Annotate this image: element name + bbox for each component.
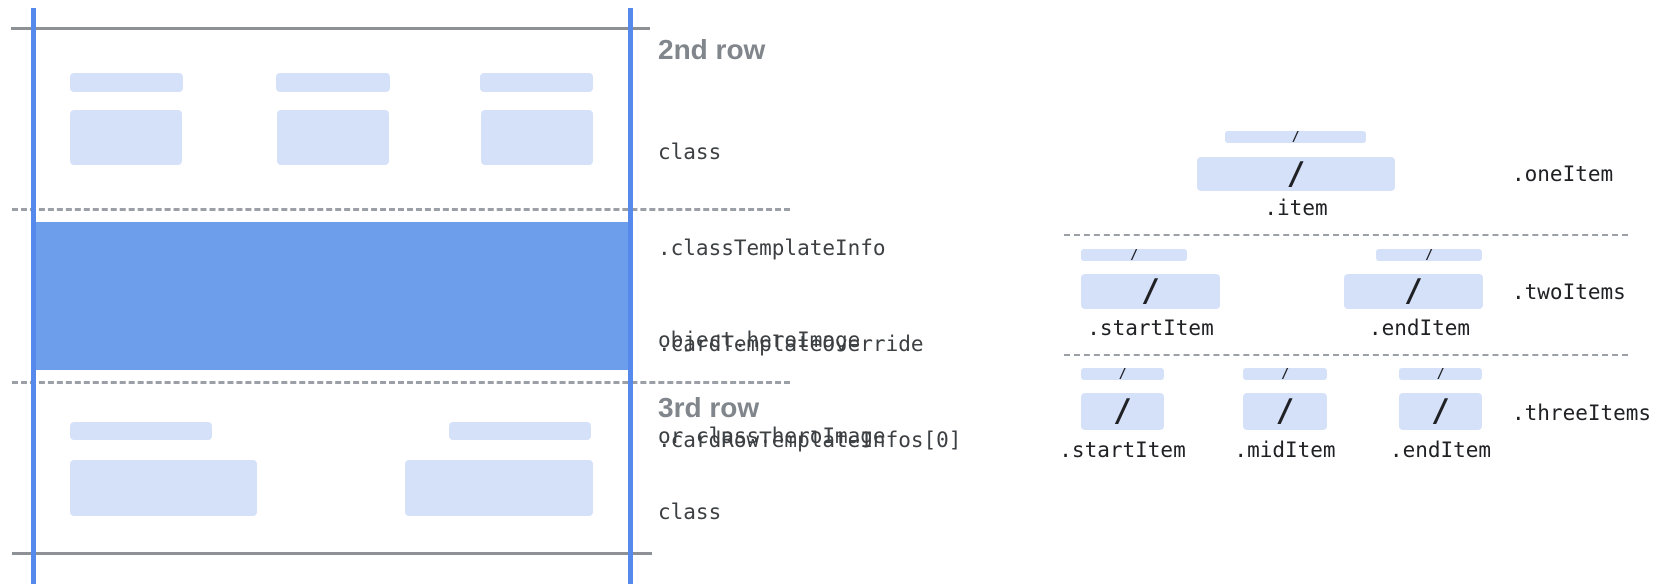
row3-start-label-placeholder [70, 422, 212, 440]
row2-col1-value-placeholder [70, 110, 182, 165]
row3-code-block: class .classTemplateInfo .cardTemplateOv… [658, 432, 961, 584]
three-items-mid-label: .midItem [1234, 438, 1336, 462]
row2-code-line: .cardRowTemplateInfos[0] [658, 428, 962, 452]
slash-glyph: / [1404, 273, 1423, 309]
row2-heading: 2nd row [658, 34, 766, 65]
three-items-start-label-bar: / [1081, 366, 1164, 382]
row2-code-block: class .classTemplateInfo .cardTemplateOv… [658, 72, 961, 520]
slash-glyph: / [1113, 393, 1132, 429]
slash-glyph: / [1281, 366, 1289, 382]
hero-image-band [31, 222, 633, 370]
three-items-row-label: .threeItems [1512, 401, 1652, 425]
one-two-dashed-separator [1064, 234, 1628, 236]
slash-glyph: / [1118, 366, 1127, 382]
hero-code-block: object.heroImage or class.heroImage [658, 260, 886, 516]
three-items-start-label: .startItem [1059, 438, 1186, 462]
row2-hero-dashed-separator [12, 208, 790, 211]
two-items-row-label: .twoItems [1512, 280, 1626, 304]
two-items-start-label: .startItem [1087, 316, 1214, 340]
slash-glyph: / [1286, 155, 1306, 192]
one-item-label-bar: / [1225, 129, 1366, 145]
row3-code-line: class [658, 500, 722, 524]
hero-row3-dashed-separator [12, 381, 790, 384]
one-item-row-label: .oneItem [1512, 162, 1614, 186]
left-guide-line [31, 8, 36, 584]
slash-glyph: / [1436, 366, 1445, 382]
three-items-end-value-bar: / [1399, 393, 1482, 430]
hero-code-line: object.heroImage [658, 328, 861, 352]
row2-code-line: class [658, 140, 722, 164]
row3-end-value-placeholder [405, 460, 593, 516]
right-guide-line [628, 8, 633, 584]
slash-glyph: / [1291, 129, 1300, 145]
row3-end-label-placeholder [449, 422, 591, 440]
two-items-start-label-bar: / [1081, 247, 1187, 263]
row3-start-value-placeholder [70, 460, 257, 516]
row2-col2-value-placeholder [277, 110, 389, 165]
three-items-mid-value-bar: / [1243, 393, 1327, 430]
row3-heading: 3rd row [658, 392, 760, 423]
top-rule [11, 27, 650, 30]
two-items-end-label-bar: / [1376, 247, 1482, 263]
bottom-rule [12, 552, 652, 555]
two-items-start-value-bar: / [1081, 274, 1220, 309]
hero-code-line: or class.heroImage [658, 424, 886, 448]
slash-glyph: / [1275, 393, 1295, 429]
three-items-end-label: .endItem [1389, 438, 1492, 462]
row2-code-line: .cardTemplateOverride [658, 332, 924, 356]
slash-glyph: / [1425, 247, 1433, 263]
row2-col1-label-placeholder [70, 73, 183, 92]
slash-glyph: / [1141, 273, 1160, 309]
two-three-dashed-separator [1064, 354, 1628, 356]
one-item-value-bar: / [1197, 157, 1395, 191]
row2-col2-label-placeholder [276, 73, 390, 92]
one-item-field-label: .item [1264, 196, 1328, 220]
row2-code-line: .classTemplateInfo [658, 236, 886, 260]
two-items-end-label: .endItem [1368, 316, 1471, 340]
three-items-start-value-bar: / [1081, 393, 1164, 430]
slash-glyph: / [1130, 247, 1138, 263]
row2-col3-label-placeholder [480, 73, 593, 92]
row2-col3-value-placeholder [481, 110, 593, 165]
three-items-mid-label-bar: / [1243, 366, 1327, 382]
two-items-end-value-bar: / [1344, 274, 1483, 309]
three-items-end-label-bar: / [1399, 366, 1482, 382]
slash-glyph: / [1431, 393, 1450, 429]
